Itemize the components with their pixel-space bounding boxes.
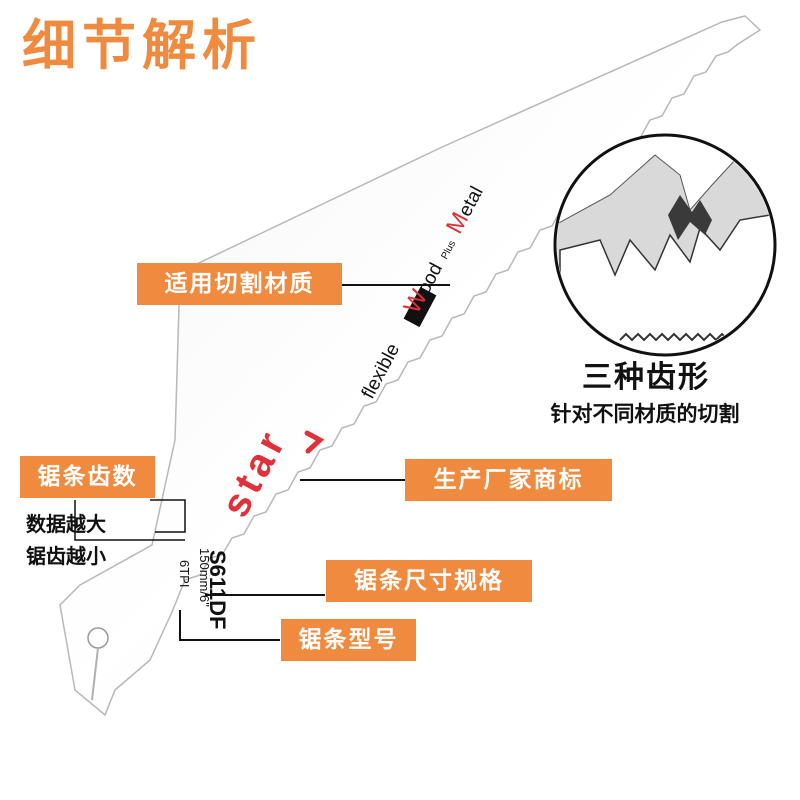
callout-material: 适用切割材质 [137, 263, 342, 305]
callout-size: 锯条尺寸规格 [326, 560, 532, 602]
blade-size-text: 150mm/6" [197, 548, 212, 607]
zoom-title: 三种齿形 [582, 360, 710, 395]
callout-brand-mark: 生产厂家商标 [405, 459, 612, 501]
leader-model [179, 610, 280, 641]
blade-label-band [403, 286, 437, 328]
blade-tpi-text: 6TPI [177, 560, 192, 587]
callout-teeth-count: 锯条齿数 [20, 456, 155, 498]
callout-model: 锯条型号 [281, 619, 416, 661]
leader-teeth [150, 499, 186, 533]
hole-slot [91, 647, 99, 701]
page-title: 细节解析 [22, 14, 262, 77]
blade-body [59, 15, 762, 717]
brand-chevron-icon [304, 430, 325, 454]
mounting-hole [87, 627, 109, 649]
leader-teeth-count [74, 500, 185, 541]
blade-model-text: S611DF [205, 550, 230, 630]
teeth-note-2: 锯齿越小 [26, 544, 106, 568]
teeth-note-1: 数据越大 [26, 512, 106, 536]
zoom-subtitle: 针对不同材质的切割 [550, 402, 740, 426]
zoom-dark-gap [668, 195, 712, 240]
